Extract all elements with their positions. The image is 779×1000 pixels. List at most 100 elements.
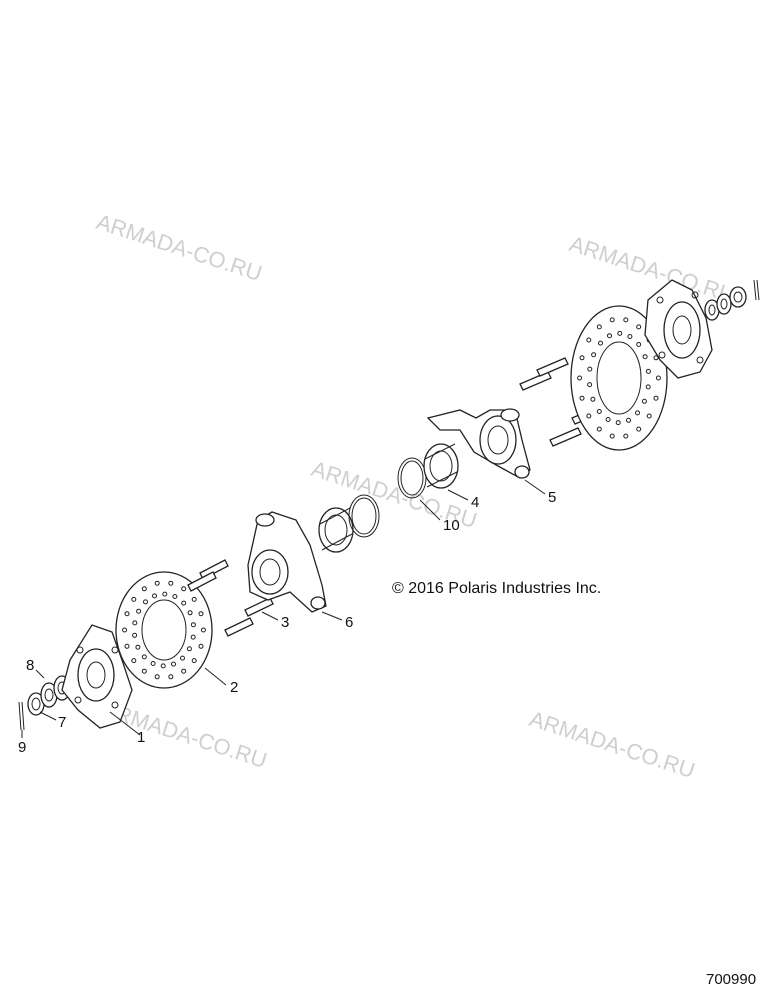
disc-hole <box>141 668 147 674</box>
disc-hole <box>171 661 176 667</box>
disc-hole <box>198 643 204 649</box>
disc-hole <box>655 375 661 381</box>
wheel-hub-right <box>644 279 713 379</box>
bolts-left <box>187 559 274 637</box>
bearing-left <box>318 507 354 553</box>
disc-hole <box>160 663 166 669</box>
disc-hole <box>154 580 160 586</box>
disc-hole <box>150 661 156 666</box>
watermark: ARMADA-CO.RU <box>93 209 265 286</box>
callout-1: 1 <box>137 729 145 746</box>
disc-hole <box>181 668 187 674</box>
disc-hole <box>615 420 621 426</box>
leader-lines <box>21 479 546 738</box>
disc-hole <box>635 410 640 416</box>
disc-hole <box>617 330 623 336</box>
disc-hole <box>623 433 629 439</box>
callout-3: 3 <box>281 614 289 631</box>
washer-right <box>704 293 732 321</box>
disc-hole <box>646 413 652 419</box>
callout-7: 7 <box>58 714 66 731</box>
disc-hole <box>641 398 647 404</box>
disc-hole <box>579 395 585 401</box>
disc-hole <box>131 596 137 602</box>
disc-hole <box>191 596 197 602</box>
callout-5: 5 <box>548 489 556 506</box>
disc-hole <box>586 337 592 343</box>
disc-hole <box>186 646 192 652</box>
disc-hole <box>168 580 174 586</box>
disc-hole <box>143 599 148 605</box>
disc-hole <box>132 632 138 638</box>
disc-hole <box>200 627 206 633</box>
callout-8: 8 <box>26 657 34 674</box>
disc-hole <box>135 644 141 650</box>
disc-hole <box>586 413 592 419</box>
drawing-number: 700990 <box>706 971 756 988</box>
callout-9: 9 <box>18 739 26 756</box>
bearing-right <box>423 443 459 489</box>
disc-hole <box>190 634 196 640</box>
disc-hole <box>579 355 585 361</box>
disc-hole <box>642 354 648 360</box>
cotter-pin-right <box>753 279 760 301</box>
disc-hole <box>181 586 187 592</box>
callout-10: 10 <box>443 517 460 534</box>
disc-hole <box>626 417 631 423</box>
disc-hole <box>598 340 603 346</box>
disc-hole <box>596 324 602 330</box>
disc-hole <box>122 627 128 633</box>
disc-hole <box>162 591 168 597</box>
brake-disc-left <box>115 571 213 689</box>
disc-hole <box>181 600 187 606</box>
steering-knuckle-left <box>247 511 327 613</box>
disc-hole <box>636 426 642 432</box>
castle-nut-right <box>729 286 747 308</box>
brake-disc-right <box>570 305 668 451</box>
disc-hole <box>587 382 593 388</box>
disc-hole <box>154 674 160 680</box>
disc-hole <box>590 396 596 402</box>
copyright-text: © 2016 Polaris Industries Inc. <box>392 580 601 597</box>
watermark: ARMADA-CO.RU <box>526 706 698 783</box>
washer-left <box>40 675 71 708</box>
disc-hole <box>587 366 593 372</box>
disc-hole <box>132 620 138 626</box>
disc-hole <box>609 433 615 439</box>
disc-hole <box>141 654 147 660</box>
disc-hole <box>596 426 602 432</box>
disc-hole <box>190 622 196 628</box>
disc-hole <box>653 395 659 401</box>
disc-hole <box>172 594 178 599</box>
disc-hole <box>645 384 651 390</box>
callout-6: 6 <box>345 614 353 631</box>
disc-hole <box>136 608 142 614</box>
disc-hole <box>577 375 583 381</box>
disc-hole <box>198 611 204 617</box>
cotter-pin-left <box>18 701 25 731</box>
wheel-hub-left <box>61 624 133 729</box>
disc-hole <box>607 333 612 339</box>
callout-4: 4 <box>471 494 479 511</box>
disc-hole <box>124 611 130 617</box>
disc-hole <box>131 658 137 664</box>
disc-hole <box>180 655 185 661</box>
disc-hole <box>645 368 651 374</box>
disc-hole <box>124 643 130 649</box>
disc-hole <box>152 593 157 599</box>
disc-hole <box>187 610 193 616</box>
disc-hole <box>168 674 174 680</box>
disc-hole <box>591 352 597 358</box>
disc-hole <box>636 342 642 347</box>
callout-2: 2 <box>230 679 238 696</box>
disc-hole <box>609 317 615 323</box>
disc-hole <box>141 586 147 592</box>
disc-hole <box>191 658 197 664</box>
snap-ring-left <box>348 494 380 538</box>
steering-knuckle-right <box>426 408 531 479</box>
disc-hole <box>623 317 629 323</box>
disc-hole <box>636 324 642 330</box>
disc-hole <box>627 334 633 339</box>
disc-hole <box>605 417 611 422</box>
